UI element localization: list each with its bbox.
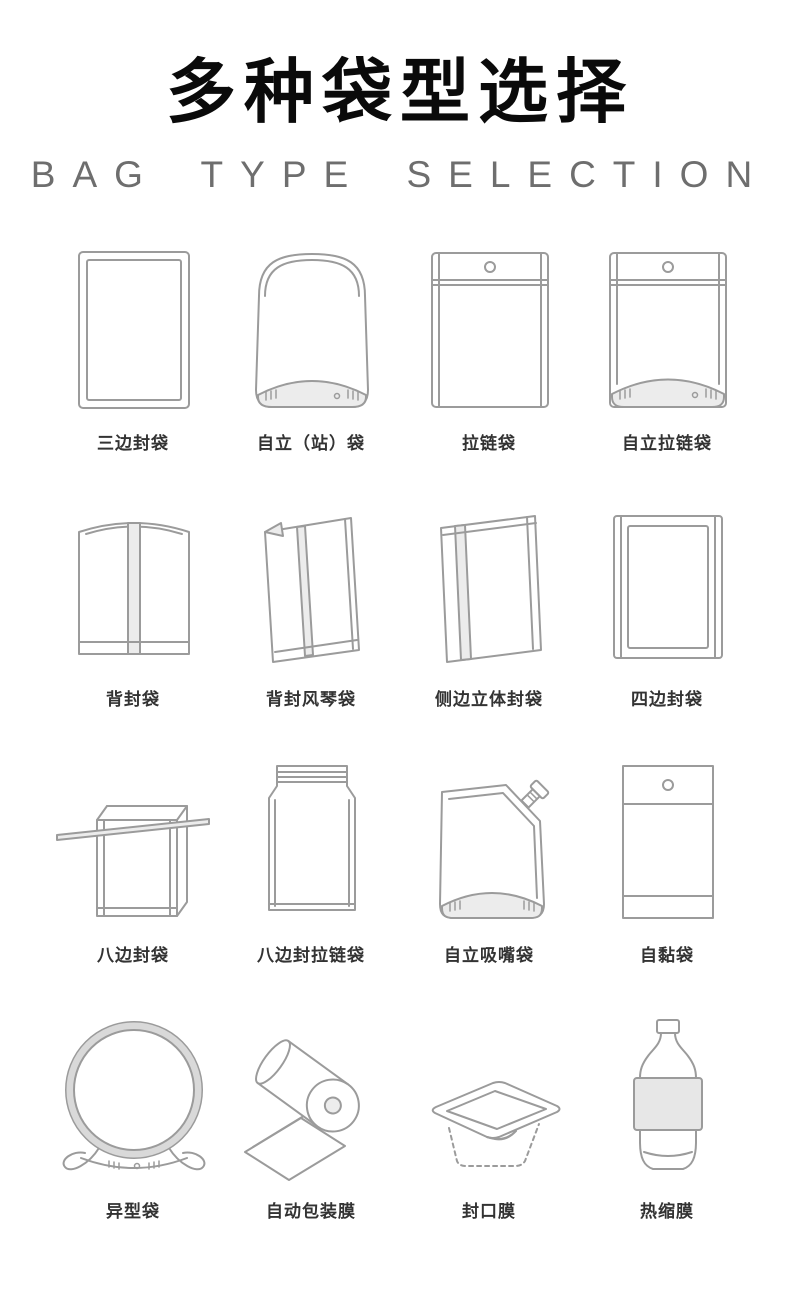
bag-type-grid: 三边封袋 自立（站）袋 <box>44 246 756 1222</box>
bag-item-side-3d-seal: 侧边立体封袋 <box>400 502 578 710</box>
four-side-seal-bag-figure <box>613 514 723 659</box>
stand-up-pouch-figure <box>255 252 369 408</box>
header: 多种袋型选择 BAG TYPE SELECTION <box>0 0 800 196</box>
stand-up-zipper-bag-figure <box>609 251 727 408</box>
bag-label: 封口膜 <box>462 1201 516 1221</box>
bag-item-stand-up-zipper: 自立拉链袋 <box>578 246 756 454</box>
back-seal-organ-bag-figure <box>264 516 360 663</box>
bag-item-back-seal: 背封袋 <box>44 502 222 710</box>
bag-label: 背封袋 <box>106 689 160 709</box>
figure-wrap <box>409 1014 569 1184</box>
bag-label: 自立吸嘴袋 <box>444 945 534 965</box>
bag-item-three-side-seal: 三边封袋 <box>44 246 222 454</box>
bag-item-auto-film: 自动包装膜 <box>222 1014 400 1222</box>
bag-label: 背封风琴袋 <box>266 689 356 709</box>
figure-wrap <box>53 502 213 672</box>
zipper-bag-figure <box>431 251 549 408</box>
packaging-film-roll-figure <box>244 1038 360 1181</box>
bag-label: 三边封袋 <box>97 433 169 453</box>
figure-wrap <box>587 246 747 416</box>
bag-label: 自动包装膜 <box>266 1201 356 1221</box>
bag-item-sealing-film: 封口膜 <box>400 1014 578 1222</box>
back-seal-bag-figure <box>78 521 190 655</box>
bag-item-stand-up: 自立（站）袋 <box>222 246 400 454</box>
bag-item-self-adhesive: 自黏袋 <box>578 758 756 966</box>
bag-label: 热缩膜 <box>640 1201 694 1221</box>
figure-wrap <box>231 246 391 416</box>
figure-wrap <box>231 502 391 672</box>
eight-side-seal-bag-figure <box>56 804 210 917</box>
bag-item-eight-side-seal: 八边封袋 <box>44 758 222 966</box>
self-adhesive-bag-figure <box>622 764 714 919</box>
figure-wrap <box>587 758 747 928</box>
bag-item-shrink-film: 热缩膜 <box>578 1014 756 1222</box>
bag-label: 拉链袋 <box>462 433 516 453</box>
bag-item-eight-side-zipper: 八边封拉链袋 <box>222 758 400 966</box>
figure-wrap <box>409 246 569 416</box>
bag-label: 自立拉链袋 <box>622 433 712 453</box>
side-gusset-3d-bag-figure <box>440 514 542 663</box>
round-shaped-bag-figure <box>62 1020 206 1170</box>
figure-wrap <box>231 758 391 928</box>
figure-wrap <box>53 246 213 416</box>
figure-wrap <box>587 1014 747 1184</box>
bag-label: 自立（站）袋 <box>257 433 365 453</box>
bag-item-special-shape: 异型袋 <box>44 1014 222 1222</box>
bag-label: 自黏袋 <box>640 945 694 965</box>
bottle-shrink-film-figure <box>633 1018 703 1170</box>
page-title: 多种袋型选择 <box>166 53 634 131</box>
figure-wrap <box>409 502 569 672</box>
bag-item-four-side-seal: 四边封袋 <box>578 502 756 710</box>
stand-up-spout-pouch-figure <box>439 779 550 919</box>
figure-wrap <box>587 502 747 672</box>
figure-wrap <box>409 758 569 928</box>
figure-wrap <box>53 1014 213 1184</box>
bag-item-zipper: 拉链袋 <box>400 246 578 454</box>
three-side-seal-bag-figure <box>78 250 190 409</box>
bag-label: 侧边立体封袋 <box>435 689 543 709</box>
bag-label: 八边封袋 <box>97 945 169 965</box>
figure-wrap <box>231 1014 391 1184</box>
bag-label: 八边封拉链袋 <box>257 945 365 965</box>
page-subtitle: BAG TYPE SELECTION <box>30 153 770 195</box>
bag-label: 四边封袋 <box>631 689 703 709</box>
lidding-sealing-film-figure <box>431 1080 561 1167</box>
bag-item-spout: 自立吸嘴袋 <box>400 758 578 966</box>
bag-item-back-seal-gusset: 背封风琴袋 <box>222 502 400 710</box>
eight-side-seal-zipper-bag-figure <box>268 764 356 911</box>
figure-wrap <box>53 758 213 928</box>
bag-label: 异型袋 <box>106 1201 160 1221</box>
